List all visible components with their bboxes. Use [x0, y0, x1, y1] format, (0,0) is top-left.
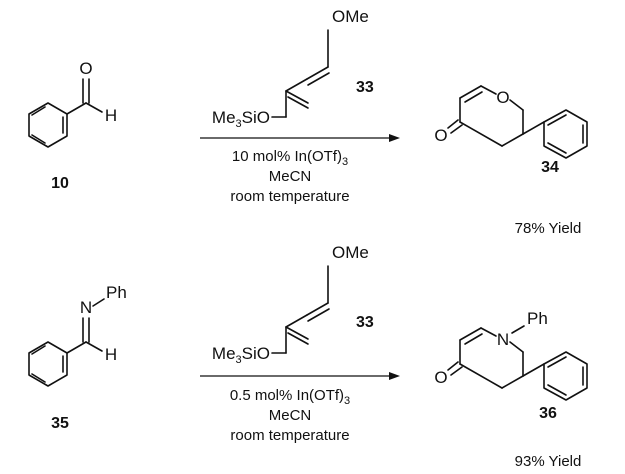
ring-alkene-bond — [464, 91, 483, 103]
ring-to-carbonyl-bond — [66, 102, 87, 115]
ring-bond — [501, 133, 524, 147]
aromatic-double-bond — [547, 142, 567, 154]
ring-bond — [509, 99, 524, 111]
ring-alkene-bond — [459, 85, 482, 99]
silyloxy-label: Me3SiO — [212, 108, 270, 130]
compound-number: 35 — [51, 415, 69, 432]
ketone-double-bond — [450, 366, 463, 376]
terminal-alkene-bond — [285, 326, 309, 340]
diene-bond — [285, 314, 308, 328]
aromatic-double-bond — [547, 114, 567, 126]
hydrogen-atom: H — [105, 345, 117, 364]
terminal-alkene-bond — [287, 96, 309, 109]
internal-alkene-bond — [307, 308, 330, 322]
nitrogen-atom: N — [80, 298, 92, 317]
reaction-arrow-head — [389, 372, 400, 380]
product-number: 34 — [541, 159, 559, 176]
internal-alkene-bond — [306, 302, 329, 316]
phenyl-attachment-bond — [522, 363, 545, 377]
catalyst-condition: 0.5 mol% In(OTf)3 — [230, 387, 350, 407]
n-phenyl-bond — [511, 325, 525, 334]
temperature-condition: room temperature — [230, 427, 349, 444]
reaction-arrow-head — [389, 134, 400, 142]
diene-structure: OMe Me3SiO — [212, 7, 369, 130]
dihydropyridinone-structure: N Ph O — [434, 309, 588, 401]
solvent-condition: MeCN — [269, 407, 312, 424]
phenyl-ring — [543, 109, 588, 159]
reagent-number: 33 — [356, 314, 374, 331]
temperature-condition: room temperature — [230, 188, 349, 205]
catalyst-condition: 10 mol% In(OTf)3 — [232, 148, 348, 168]
reaction-2: N Ph H 35 OMe Me3SiO 33 0.5 mol% In(OTf)… — [28, 243, 588, 470]
aromatic-double-bond — [547, 356, 567, 368]
ring-bond — [480, 327, 497, 337]
aldehyde-h-bond — [85, 102, 103, 113]
ring-bond — [480, 85, 497, 95]
ring-nitrogen-atom: N — [497, 330, 509, 349]
benzene-ring — [28, 102, 68, 148]
benzene-ring — [28, 341, 68, 387]
phenyl-attachment-bond — [522, 121, 545, 135]
imine-structure: N Ph H — [28, 283, 127, 387]
benzaldehyde-structure: O H — [28, 59, 117, 148]
solvent-condition: MeCN — [269, 168, 312, 185]
ketone-double-bond — [450, 124, 463, 134]
ketone-double-bond — [447, 119, 459, 129]
ring-bond — [501, 375, 524, 389]
imine-h-bond — [85, 341, 103, 352]
dihydropyranone-structure: O O — [434, 85, 588, 159]
internal-alkene-bond — [306, 66, 329, 80]
carbonyl-oxygen-atom: O — [434, 368, 447, 387]
reaction-1: O H 10 OMe Me3SiO 33 10 mol% In(OTf)3 Me… — [28, 7, 588, 237]
aromatic-double-bond — [31, 106, 46, 116]
product-yield: 93% Yield — [515, 453, 582, 470]
ketone-double-bond — [447, 361, 459, 371]
ring-alkene-bond — [459, 327, 482, 341]
terminal-alkene-bond — [287, 332, 309, 345]
ring-to-imine-bond — [66, 341, 87, 354]
hydrogen-atom: H — [105, 106, 117, 125]
aromatic-double-bond — [547, 384, 567, 396]
diene-structure: OMe Me3SiO — [212, 243, 369, 366]
ring-alkene-bond — [464, 333, 483, 345]
ring-oxygen-atom: O — [496, 88, 509, 107]
product-number: 36 — [539, 405, 557, 422]
methoxy-label: OMe — [332, 7, 369, 26]
n-phenyl-bond — [92, 298, 105, 307]
terminal-alkene-bond — [285, 90, 309, 104]
internal-alkene-bond — [307, 72, 330, 86]
silyloxy-label: Me3SiO — [212, 344, 270, 366]
aromatic-double-bond — [31, 134, 46, 144]
oxygen-atom: O — [79, 59, 92, 78]
ring-bond — [459, 121, 503, 147]
reagent-number: 33 — [356, 79, 374, 96]
aromatic-double-bond — [31, 345, 46, 355]
diene-bond — [285, 78, 308, 92]
product-yield: 78% Yield — [515, 220, 582, 237]
methoxy-label: OMe — [332, 243, 369, 262]
compound-number: 10 — [51, 175, 69, 192]
n-phenyl-label: Ph — [527, 309, 548, 328]
carbonyl-oxygen-atom: O — [434, 126, 447, 145]
n-phenyl-label: Ph — [106, 283, 127, 302]
ring-bond — [509, 341, 524, 353]
aromatic-double-bond — [31, 373, 46, 383]
phenyl-ring — [543, 351, 588, 401]
ring-bond — [459, 363, 503, 389]
